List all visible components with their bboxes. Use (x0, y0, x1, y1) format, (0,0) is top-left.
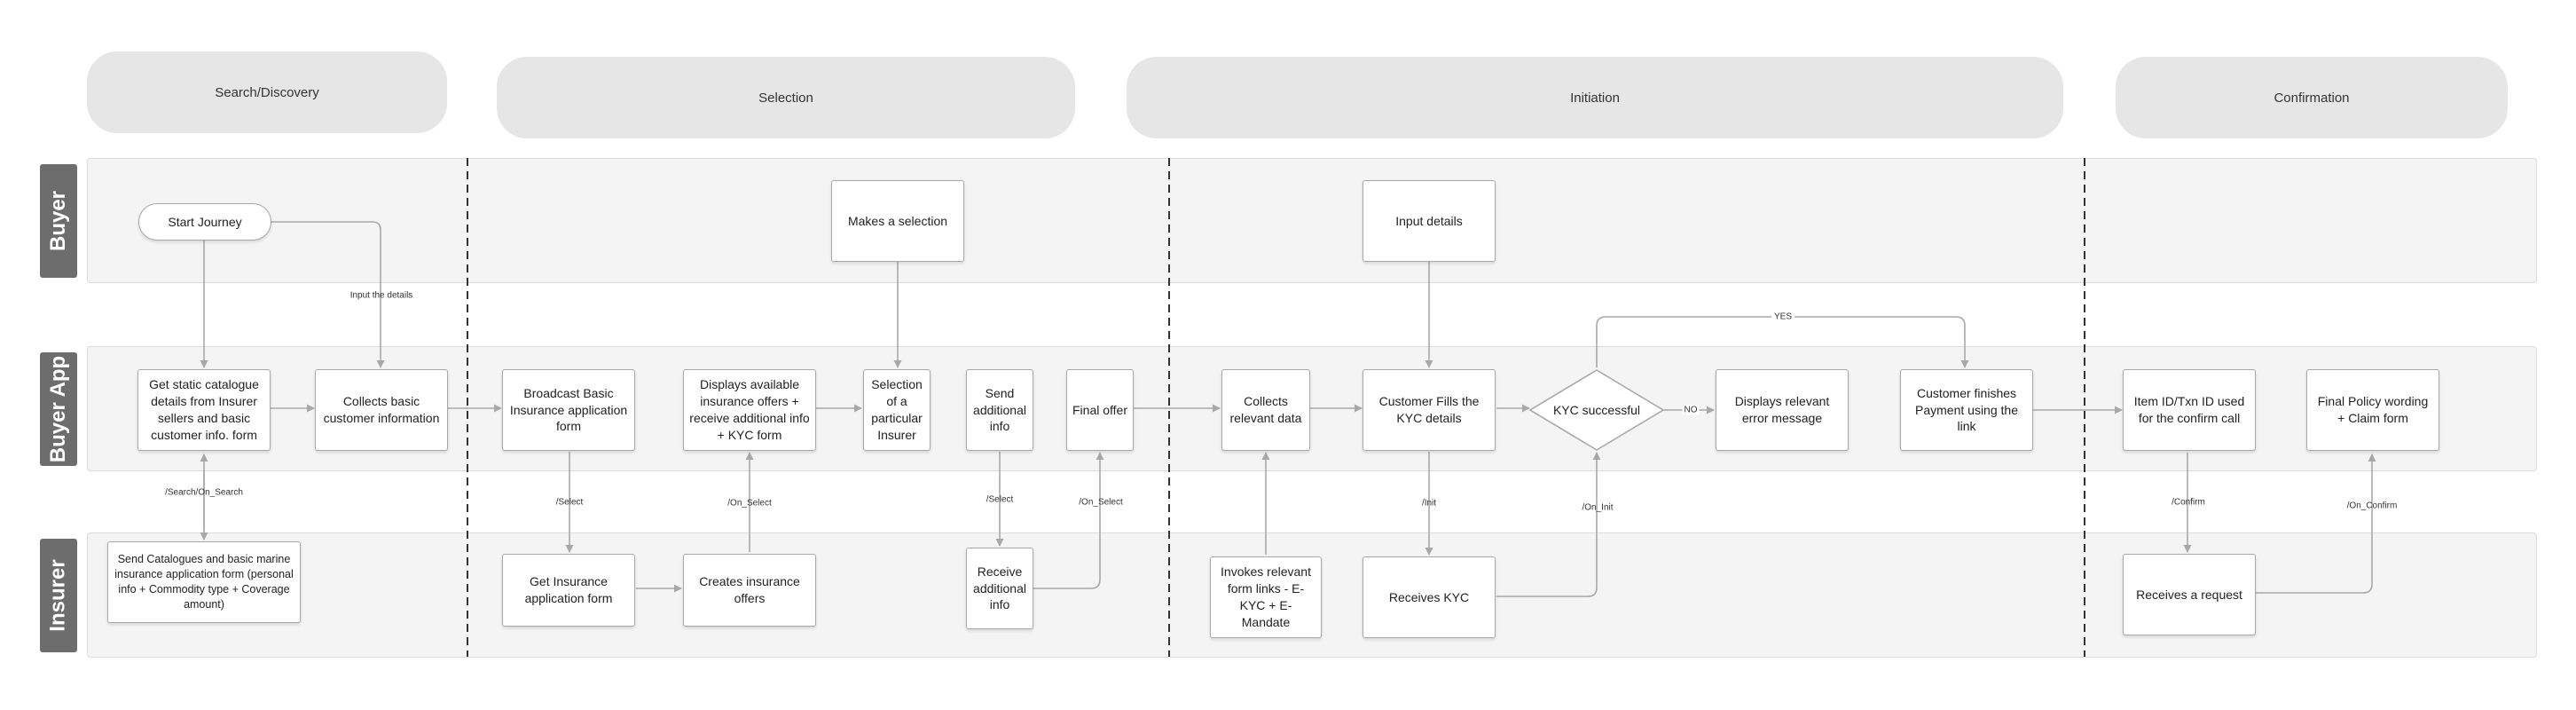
broadcast-form-node: Broadcast Basic Insurance application fo… (502, 369, 635, 451)
node-text: Get static catalogue details from Insure… (149, 377, 259, 442)
lane-label-buyer: Buyer (40, 164, 77, 278)
edge-label-on-init: /On_Init (1582, 502, 1614, 513)
node-text: Receives KYC (1388, 589, 1470, 604)
phase-label: Confirmation (2274, 90, 2350, 106)
phase-initiation: Initiation (1127, 57, 2063, 138)
node-text: KYC successful (1552, 402, 1641, 417)
edge-yes (1596, 316, 1969, 368)
edge-receive-to-final (1033, 452, 1104, 589)
node-text: Input details (1395, 213, 1463, 228)
creates-offers-node: Creates insurance offers (683, 554, 816, 627)
node-text: Makes a selection (847, 213, 948, 228)
send-additional-node: Send additional info (966, 369, 1033, 451)
node-text: Send additional info (973, 385, 1026, 434)
edge-start-to-collects (271, 221, 385, 368)
edge-label-init: /Init (1421, 498, 1437, 509)
item-id-confirm-node: Item ID/Txn ID used for the confirm call (2123, 369, 2256, 451)
node-text: Receive additional info (973, 564, 1026, 612)
phase-confirmation: Confirmation (2116, 57, 2508, 138)
receive-additional-node: Receive additional info (966, 548, 1033, 629)
selection-insurer-node: Selection of a particular Insurer (863, 369, 931, 451)
lane-label-buyer-app: Buyer App (40, 352, 77, 466)
invokes-links-node: Invokes relevant form links - E-KYC + E-… (1210, 556, 1322, 638)
displays-error-node: Displays relevant error message (1716, 369, 1849, 451)
receives-kyc-node: Receives KYC (1363, 556, 1496, 638)
customer-payment-node: Customer finishes Payment using the link (1900, 369, 2033, 451)
node-text: Selection of a particular Insurer (871, 377, 923, 442)
phase-label: Selection (758, 90, 813, 106)
final-offer-node: Final offer (1066, 369, 1134, 451)
edge-label-select-1: /Select (555, 497, 584, 508)
phase-label: Initiation (1570, 90, 1620, 106)
edge-label-yes: YES (1771, 312, 1795, 322)
collects-data-node: Collects relevant data (1221, 369, 1310, 451)
edge-label-on-select-1: /On_Select (727, 498, 772, 509)
phase-selection: Selection (497, 57, 1075, 138)
node-text: Invokes relevant form links - E-KYC + E-… (1221, 564, 1311, 629)
phase-search-discovery: Search/Discovery (87, 51, 447, 133)
node-text: Final offer (1072, 402, 1127, 417)
collects-basic-info-node: Collects basic customer information (315, 369, 448, 451)
send-catalogues-node: Send Catalogues and basic marine insuran… (107, 541, 301, 623)
start-journey-node: Start Journey (138, 203, 271, 241)
lane-buyer (87, 158, 2537, 283)
node-text: Send Catalogues and basic marine insuran… (114, 553, 294, 611)
edge-label-select-2: /Select (986, 494, 1014, 505)
edge-label-input-the-details: Input the details (349, 290, 413, 301)
edge-label-on-confirm: /On_Confirm (2346, 501, 2398, 511)
node-text: Broadcast Basic Insurance application fo… (509, 385, 628, 434)
node-text: Receives a request (2136, 587, 2242, 602)
get-catalogue-node: Get static catalogue details from Insure… (137, 369, 271, 451)
node-text: Customer finishes Payment using the link (1915, 385, 2018, 434)
displays-offers-node: Displays available insurance offers + re… (683, 369, 816, 451)
node-text: Displays available insurance offers + re… (689, 377, 810, 442)
input-details-node: Input details (1363, 180, 1496, 262)
node-text: Customer Fills the KYC details (1378, 394, 1480, 425)
makes-selection-node: Makes a selection (831, 180, 964, 262)
edge-label-no: NO (1682, 405, 1700, 415)
node-text: Collects relevant data (1229, 394, 1302, 425)
node-text: Collects basic customer information (323, 394, 440, 425)
customer-fills-kyc-node: Customer Fills the KYC details (1363, 369, 1496, 451)
node-text: Start Journey (168, 214, 242, 229)
node-text: Creates insurance offers (699, 574, 800, 605)
phase-label: Search/Discovery (215, 84, 319, 100)
kyc-diamond (1528, 369, 1665, 451)
edge-label-on-select-2: /On_Select (1079, 497, 1123, 508)
node-text: Displays relevant error message (1734, 394, 1830, 425)
edge-request-to-policy (2254, 454, 2376, 594)
receives-request-node: Receives a request (2123, 554, 2256, 635)
get-insurance-form-node: Get Insurance application form (502, 554, 635, 627)
edge-receives-to-diamond (1496, 452, 1601, 597)
node-text: Item ID/Txn ID used for the confirm call (2133, 394, 2245, 425)
kyc-successful-label: KYC successful (1543, 390, 1650, 430)
lane-label-insurer: Insurer (40, 539, 77, 652)
edge-label-search: /Search/On_Search (165, 487, 243, 498)
final-policy-node: Final Policy wording + Claim form (2306, 369, 2439, 451)
node-text: Final Policy wording + Claim form (2317, 394, 2429, 425)
edge-label-confirm: /Confirm (2172, 497, 2205, 508)
node-text: Get Insurance application form (524, 574, 613, 605)
